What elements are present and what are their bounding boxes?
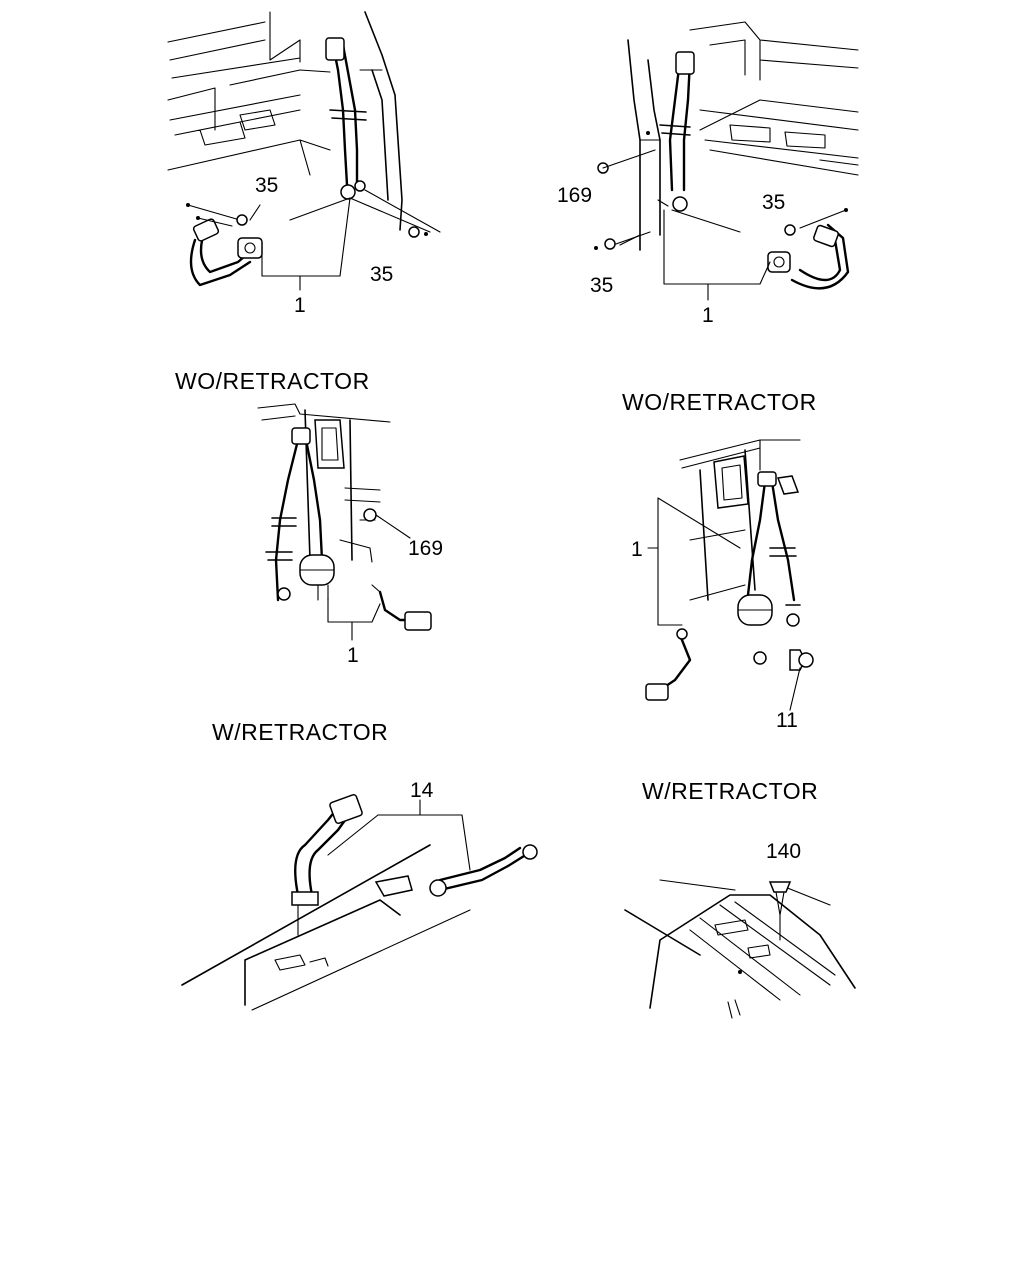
- diagram-middle-left: [257, 403, 432, 641]
- callout-35-top-right-right: 35: [762, 191, 785, 214]
- callout-1-middle-left: 1: [347, 644, 359, 667]
- diagram-bottom-right: [624, 879, 856, 1019]
- diagram-middle-right: [645, 439, 814, 711]
- diagram-bottom-left: [181, 793, 538, 1011]
- callout-169-middle-left: 169: [408, 537, 443, 560]
- callout-1-top-right: 1: [702, 304, 714, 327]
- anchor-upper-icon: [325, 37, 345, 61]
- callout-11-middle-right: 11: [776, 709, 798, 732]
- callout-35-top-left-lower: 35: [370, 263, 393, 286]
- callout-1-top-left: 1: [294, 294, 306, 317]
- caption-w-retractor-right: W/RETRACTOR: [642, 778, 818, 804]
- buckle-icon: [329, 793, 363, 825]
- callout-35-top-left-upper: 35: [255, 174, 278, 197]
- diagram-top-right: [594, 21, 859, 301]
- buckle-icon: [404, 611, 432, 631]
- caption-wo-retractor-right: WO/RETRACTOR: [622, 389, 817, 415]
- diagram-top-left: [167, 11, 441, 291]
- callout-169-top-right: 169: [557, 184, 592, 207]
- caption-wo-retractor-left: WO/RETRACTOR: [175, 368, 370, 394]
- callout-140-bottom-right: 140: [766, 840, 801, 863]
- callout-35-top-right-left: 35: [590, 274, 613, 297]
- buckle-icon: [192, 218, 220, 242]
- callout-1-middle-right: 1: [631, 538, 643, 561]
- caption-w-retractor-left: W/RETRACTOR: [212, 719, 388, 745]
- callout-14-bottom-left: 14: [410, 779, 434, 802]
- bolt-35-icon: [236, 214, 248, 226]
